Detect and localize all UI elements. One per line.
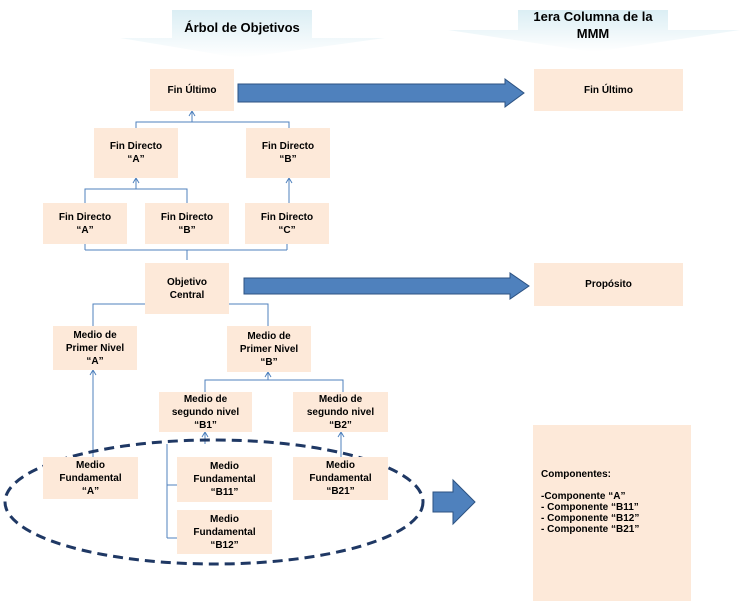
mmm-componentes-box: Componentes: -Componente “A” - Component… [533,425,691,601]
box-fin-directo-b: Fin Directo “B” [145,203,229,244]
box-fin-directo-a: Fin Directo “A” [43,203,127,244]
box-fin-directo-a-top: Fin Directo “A” [94,128,178,178]
header-right-band [448,10,740,52]
componente-item: - Componente “B21” [541,524,640,535]
arrow-proposito [243,272,530,300]
box-fin-directo-b-top: Fin Directo “B” [246,128,330,178]
box-medio-segundo-nivel-b2: Medio de segundo nivel “B2” [293,392,388,432]
medios-fundamentales-ellipse [3,438,425,566]
box-objetivo-central: Objetivo Central [145,263,229,314]
box-fin-ultimo: Fin Último [150,69,234,111]
box-medio-primer-nivel-b: Medio de Primer Nivel “B” [227,326,311,372]
arrow-componentes [432,478,476,526]
header-primera-columna-mmm: 1era Columna de la MMM [533,9,653,41]
componente-item: - Componente “B11” [541,502,639,513]
box-medio-fundamental-b21: Medio Fundamental “B21” [293,457,388,500]
box-medio-segundo-nivel-b1: Medio de segundo nivel “B1” [159,392,252,432]
box-fin-directo-c: Fin Directo “C” [245,203,329,244]
connector-arrowheads [89,110,345,438]
mmm-proposito: Propósito [534,263,683,306]
box-medio-fundamental-b11: Medio Fundamental “B11” [177,457,272,502]
header-left-band [120,10,385,58]
componente-item: -Componente “A” [541,491,626,502]
arrow-fin-ultimo [237,78,525,108]
box-medio-fundamental-b12: Medio Fundamental “B12” [177,510,272,554]
header-arbol-objetivos: Árbol de Objetivos [184,20,300,35]
componente-item: - Componente “B12” [541,513,640,524]
mmm-fin-ultimo: Fin Último [534,69,683,111]
componentes-title: Componentes: [541,469,611,480]
box-medio-primer-nivel-a: Medio de Primer Nivel “A” [53,326,137,370]
box-medio-fundamental-a: Medio Fundamental “A” [43,457,138,499]
